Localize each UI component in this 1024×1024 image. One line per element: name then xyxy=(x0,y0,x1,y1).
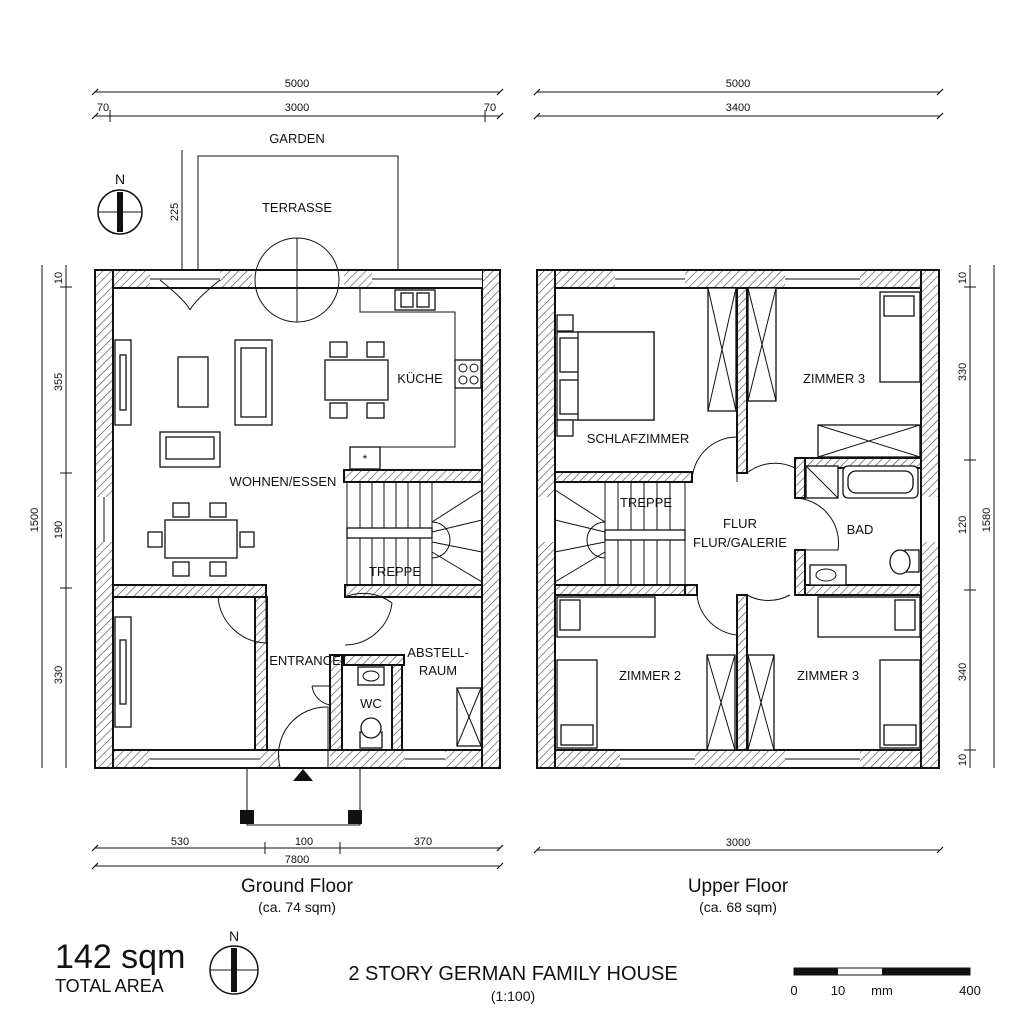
dim-ground-top-right: 70 xyxy=(484,102,496,114)
upper-top-dimensions: 5000 3400 xyxy=(533,78,944,120)
dim-upper-right-b: 330 xyxy=(957,363,969,381)
master-bed xyxy=(556,314,655,437)
upper-floor-plan: 5000 3400 10 330 120 340 10 1580 xyxy=(533,78,995,915)
living-furniture xyxy=(114,339,273,468)
label-room3-bottom: ZIMMER 3 xyxy=(797,668,859,683)
scale-unit: mm xyxy=(871,983,893,998)
drawing-scale: (1:100) xyxy=(491,988,535,1004)
kitchen-dining-table xyxy=(324,341,389,419)
scale-start: 0 xyxy=(790,983,797,998)
north-arrow-top: N xyxy=(97,171,143,235)
ground-left-dimensions: 1500 10 355 190 330 xyxy=(29,265,72,768)
dim-upper-bottom: 3000 xyxy=(726,837,750,849)
dim-ground-bottom-b: 100 xyxy=(295,836,313,848)
dining-table xyxy=(147,502,255,577)
dim-ground-bottom-c: 370 xyxy=(414,836,432,848)
drawing-title: 2 STORY GERMAN FAMILY HOUSE xyxy=(348,963,677,985)
north-label: N xyxy=(115,171,125,187)
upper-floor-area: (ca. 68 sqm) xyxy=(699,899,777,915)
label-room2: ZIMMER 2 xyxy=(619,668,681,683)
label-garden: GARDEN xyxy=(269,131,325,146)
dim-ground-left-d: 330 xyxy=(53,666,65,684)
room2-furniture xyxy=(556,596,736,751)
ground-top-dimensions: 5000 70 3000 70 xyxy=(91,78,504,122)
dim-ground-bottom-a: 530 xyxy=(171,836,189,848)
ground-floor-area: (ca. 74 sqm) xyxy=(258,899,336,915)
label-living-dining: WOHNEN/ESSEN xyxy=(230,474,337,489)
label-wc: WC xyxy=(360,696,382,711)
label-entrance: ENTRANCE xyxy=(269,653,341,668)
ground-floor-plan: 5000 70 3000 70 GARDEN 225 TERRASSE 1500… xyxy=(29,78,504,915)
dim-ground-left-b: 355 xyxy=(53,373,65,391)
label-terrace: TERRASSE xyxy=(262,200,332,215)
bath-fixtures xyxy=(805,465,920,586)
label-storage-line1: ABSTELL- xyxy=(407,645,468,660)
label-hall-gallery: FLUR/GALERIE xyxy=(693,535,787,550)
label-storage-line2: RAUM xyxy=(419,663,457,678)
dim-upper-right-total: 1580 xyxy=(981,508,993,532)
upper-right-dimensions: 10 330 120 340 10 1580 xyxy=(957,265,995,768)
ground-staircase xyxy=(346,481,483,586)
upper-bottom-dimension: 3000 xyxy=(533,837,944,854)
label-room3-top: ZIMMER 3 xyxy=(803,371,865,386)
dim-ground-bottom-total: 7800 xyxy=(285,854,309,866)
terrace-double-door[interactable] xyxy=(254,237,340,323)
wc-fixtures xyxy=(357,666,385,749)
dim-ground-left-total: 1500 xyxy=(29,508,41,532)
ground-outer-walls xyxy=(94,269,501,769)
dim-ground-top-mid: 3000 xyxy=(285,102,309,114)
total-area-label: TOTAL AREA xyxy=(55,976,164,996)
dim-terrace: 225 xyxy=(169,203,181,221)
north-label: * xyxy=(363,452,368,466)
dim-upper-top-total: 5000 xyxy=(726,78,750,90)
upper-staircase xyxy=(554,481,686,586)
dim-ground-top-total: 5000 xyxy=(285,78,309,90)
scale-end: 400 xyxy=(959,983,981,998)
entrance-arrow xyxy=(293,769,313,781)
dim-upper-right-c: 120 xyxy=(957,516,969,534)
dim-upper-right-a: 10 xyxy=(957,272,969,284)
kitchen-counter: * xyxy=(349,289,482,470)
dim-upper-top-inner: 3400 xyxy=(726,102,750,114)
label-hall: FLUR xyxy=(723,516,757,531)
room3-top-bed xyxy=(817,291,921,458)
upper-interior-walls xyxy=(554,287,922,751)
ground-floor-title: Ground Floor xyxy=(241,876,354,897)
total-area-value: 142 sqm xyxy=(55,938,185,976)
north-label: N xyxy=(229,928,239,944)
label-bath: BAD xyxy=(847,522,874,537)
north-arrow-bottom: N xyxy=(209,928,259,995)
ground-interior-walls xyxy=(112,469,483,751)
upper-outer-walls xyxy=(536,269,940,769)
room3-bottom-furniture xyxy=(747,596,921,751)
label-ground-stairs: TREPPE xyxy=(369,564,421,579)
label-kitchen: KÜCHE xyxy=(397,371,443,386)
dim-ground-top-left: 70 xyxy=(97,102,109,114)
dim-upper-right-d: 340 xyxy=(957,663,969,681)
dim-ground-left-a: 10 xyxy=(53,272,65,284)
scale-bar: 0 10 mm 400 xyxy=(790,967,981,998)
upper-floor-title: Upper Floor xyxy=(688,876,789,897)
scale-mid: 10 xyxy=(831,983,845,998)
label-upper-stairs: TREPPE xyxy=(620,495,672,510)
dim-upper-right-e: 10 xyxy=(957,754,969,766)
dim-ground-left-c: 190 xyxy=(53,521,65,539)
ground-bottom-dimensions: 530 100 370 7800 xyxy=(91,836,504,870)
label-bedroom: SCHLAFZIMMER xyxy=(587,431,690,446)
